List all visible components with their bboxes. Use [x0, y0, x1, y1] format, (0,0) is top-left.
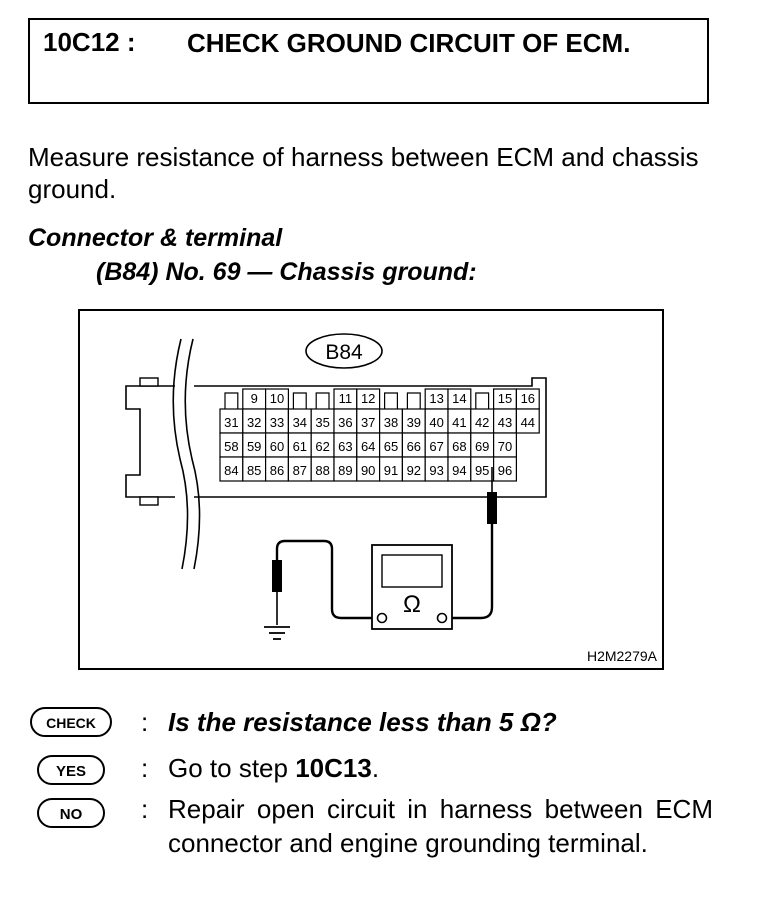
figure-code: H2M2279A — [587, 648, 658, 664]
probe-ground — [272, 560, 282, 592]
key-slot — [406, 392, 421, 409]
check-badge: CHECK — [30, 707, 112, 737]
pin-label: 95 — [475, 463, 489, 478]
pin-label: 42 — [475, 415, 489, 430]
pin-label: 35 — [315, 415, 329, 430]
pin-label: 15 — [498, 391, 512, 406]
key-slot — [224, 392, 239, 409]
no-badge-label: NO — [60, 806, 83, 823]
check-question: Is the resistance less than 5 Ω? — [168, 707, 557, 737]
connector-spec: (B84) No. 69 — Chassis ground: — [96, 258, 477, 286]
pin-label: 39 — [407, 415, 421, 430]
ground-icon — [264, 626, 290, 640]
pin-label: 66 — [407, 439, 421, 454]
diagram-svg: 9 10 11 12 13 14 15 16 31 32 33 34 35 36 37 38 39 40 41 42 4… — [78, 309, 664, 670]
no-badge: NO — [37, 798, 105, 828]
connector-label: Connector & terminal — [28, 224, 283, 252]
pin-label: 32 — [247, 415, 261, 430]
connector-name: B84 — [325, 341, 363, 364]
pin-cell — [515, 408, 540, 434]
pin-label: 87 — [293, 463, 307, 478]
yes-badge: YES — [37, 755, 105, 785]
ohmmeter-icon — [371, 544, 453, 630]
pin-cell — [493, 456, 518, 482]
pin-label: 34 — [293, 415, 307, 430]
step-number: 10C12 : — [43, 27, 136, 57]
pin-label: 38 — [384, 415, 398, 430]
pin-label: 9 — [251, 391, 258, 406]
connector-housing — [125, 385, 175, 498]
pin-label: 44 — [521, 415, 535, 430]
check-badge-label: CHECK — [46, 715, 96, 731]
key-slot — [292, 392, 307, 409]
yes-answer: Go to step 10C13. — [168, 753, 380, 783]
pin-label: 62 — [315, 439, 329, 454]
pin-label: 94 — [452, 463, 466, 478]
pin-label: 16 — [521, 391, 535, 406]
pin-label: 37 — [361, 415, 375, 430]
probe-positive — [487, 492, 497, 524]
key-slot — [315, 392, 330, 409]
pin-label: 12 — [361, 391, 375, 406]
pin-label: 14 — [452, 391, 466, 406]
pin-label: 41 — [452, 415, 466, 430]
key-slot — [475, 392, 490, 409]
pin-label: 88 — [315, 463, 329, 478]
pin-label: 85 — [247, 463, 261, 478]
pin-label: 86 — [270, 463, 284, 478]
pin-label: 13 — [429, 391, 443, 406]
pin-label: 93 — [429, 463, 443, 478]
pin-label: 10 — [270, 391, 284, 406]
pin-label: 68 — [452, 439, 466, 454]
pin-label: 58 — [224, 439, 238, 454]
pin-label: 70 — [498, 439, 512, 454]
pin-label: 90 — [361, 463, 375, 478]
pin-label: 60 — [270, 439, 284, 454]
pin-label: 96 — [498, 463, 512, 478]
yes-badge-label: YES — [56, 763, 86, 780]
pin-label: 91 — [384, 463, 398, 478]
connector-diagram: 9 10 11 12 13 14 15 16 31 32 33 34 35 36 37 38 39 40 41 42 4… — [78, 309, 664, 670]
pin-label: 31 — [224, 415, 238, 430]
pin-label: 11 — [339, 391, 353, 406]
step-header-box: 10C12 : CHECK GROUND CIRCUIT OF ECM. — [28, 18, 709, 104]
pin-label: 84 — [224, 463, 238, 478]
ohm-symbol: Ω — [403, 591, 421, 618]
pin-label: 65 — [384, 439, 398, 454]
pin-label: 64 — [361, 439, 375, 454]
pin-label: 89 — [338, 463, 352, 478]
pin-label: 59 — [247, 439, 261, 454]
yes-step-ref: 10C13 — [295, 753, 372, 783]
pin-label: 63 — [338, 439, 352, 454]
pin-label: 33 — [270, 415, 284, 430]
break-line-icon — [172, 338, 189, 570]
pin-label: 61 — [293, 439, 307, 454]
pin-label: 43 — [498, 415, 512, 430]
pin-grid: 9 10 11 12 13 14 15 16 31 32 33 34 35 36 37 38 39 40 41 42 4… — [219, 388, 540, 482]
pin-label: 36 — [338, 415, 352, 430]
pin-label: 40 — [429, 415, 443, 430]
step-title: CHECK GROUND CIRCUIT OF ECM. — [187, 28, 631, 58]
pin-label: 92 — [407, 463, 421, 478]
instruction-text: Measure resistance of harness between EC… — [28, 142, 699, 204]
pin-label: 67 — [429, 439, 443, 454]
pin-label: 69 — [475, 439, 489, 454]
no-answer: Repair open circuit in harness between E… — [168, 794, 713, 858]
key-slot — [384, 392, 398, 409]
connector-label-ellipse — [305, 333, 383, 369]
